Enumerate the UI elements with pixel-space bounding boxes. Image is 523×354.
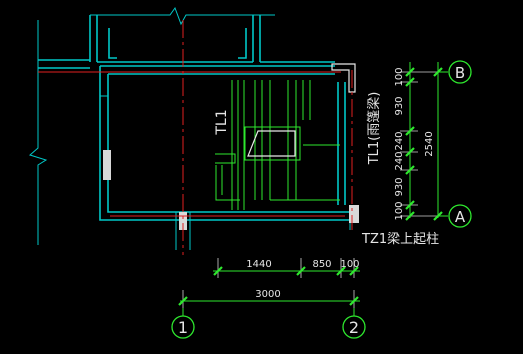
dim-100-h: 100 — [340, 259, 359, 270]
grid-bubble-1: 1 — [171, 315, 195, 339]
vertical-dimensions — [400, 62, 448, 221]
grid-bubble-A: A — [448, 204, 472, 228]
corner-column — [349, 205, 359, 223]
stair-flights — [215, 80, 340, 210]
dim-2540: 2540 — [424, 131, 435, 156]
horizontal-dimensions — [178, 258, 360, 318]
axis-lines — [38, 20, 353, 255]
dim-100-top: 100 — [394, 67, 405, 86]
label-tl1-rain-beam: TL1(雨篷梁) — [367, 92, 382, 166]
grid-label-2: 2 — [349, 318, 359, 337]
dim-930-top: 930 — [394, 96, 405, 115]
dim-3000: 3000 — [255, 289, 280, 300]
dim-240-a: 240 — [394, 131, 405, 150]
grid-bubble-2: 2 — [342, 315, 366, 339]
dim-100-bottom: 100 — [394, 201, 405, 220]
grid-label-B: B — [455, 64, 465, 82]
grid-label-A: A — [455, 208, 466, 226]
landing-box — [244, 126, 301, 161]
grid-bubble-B: B — [448, 60, 472, 84]
dim-930-bottom: 930 — [394, 177, 405, 196]
label-tz1-column-on-beam: TZ1梁上起柱 — [361, 232, 439, 247]
dim-1440: 1440 — [246, 259, 271, 270]
label-tl1-vertical: TL1 — [214, 109, 230, 135]
bottom-column — [175, 212, 191, 250]
upper-walls — [38, 15, 335, 69]
top-break-line — [90, 6, 275, 26]
grid-label-1: 1 — [178, 318, 188, 337]
dim-850: 850 — [312, 259, 331, 270]
left-break-line — [28, 20, 48, 245]
dim-240-b: 240 — [394, 151, 405, 170]
rain-beam-column — [331, 63, 356, 93]
left-column — [103, 150, 111, 180]
stair-room-walls — [99, 65, 351, 230]
